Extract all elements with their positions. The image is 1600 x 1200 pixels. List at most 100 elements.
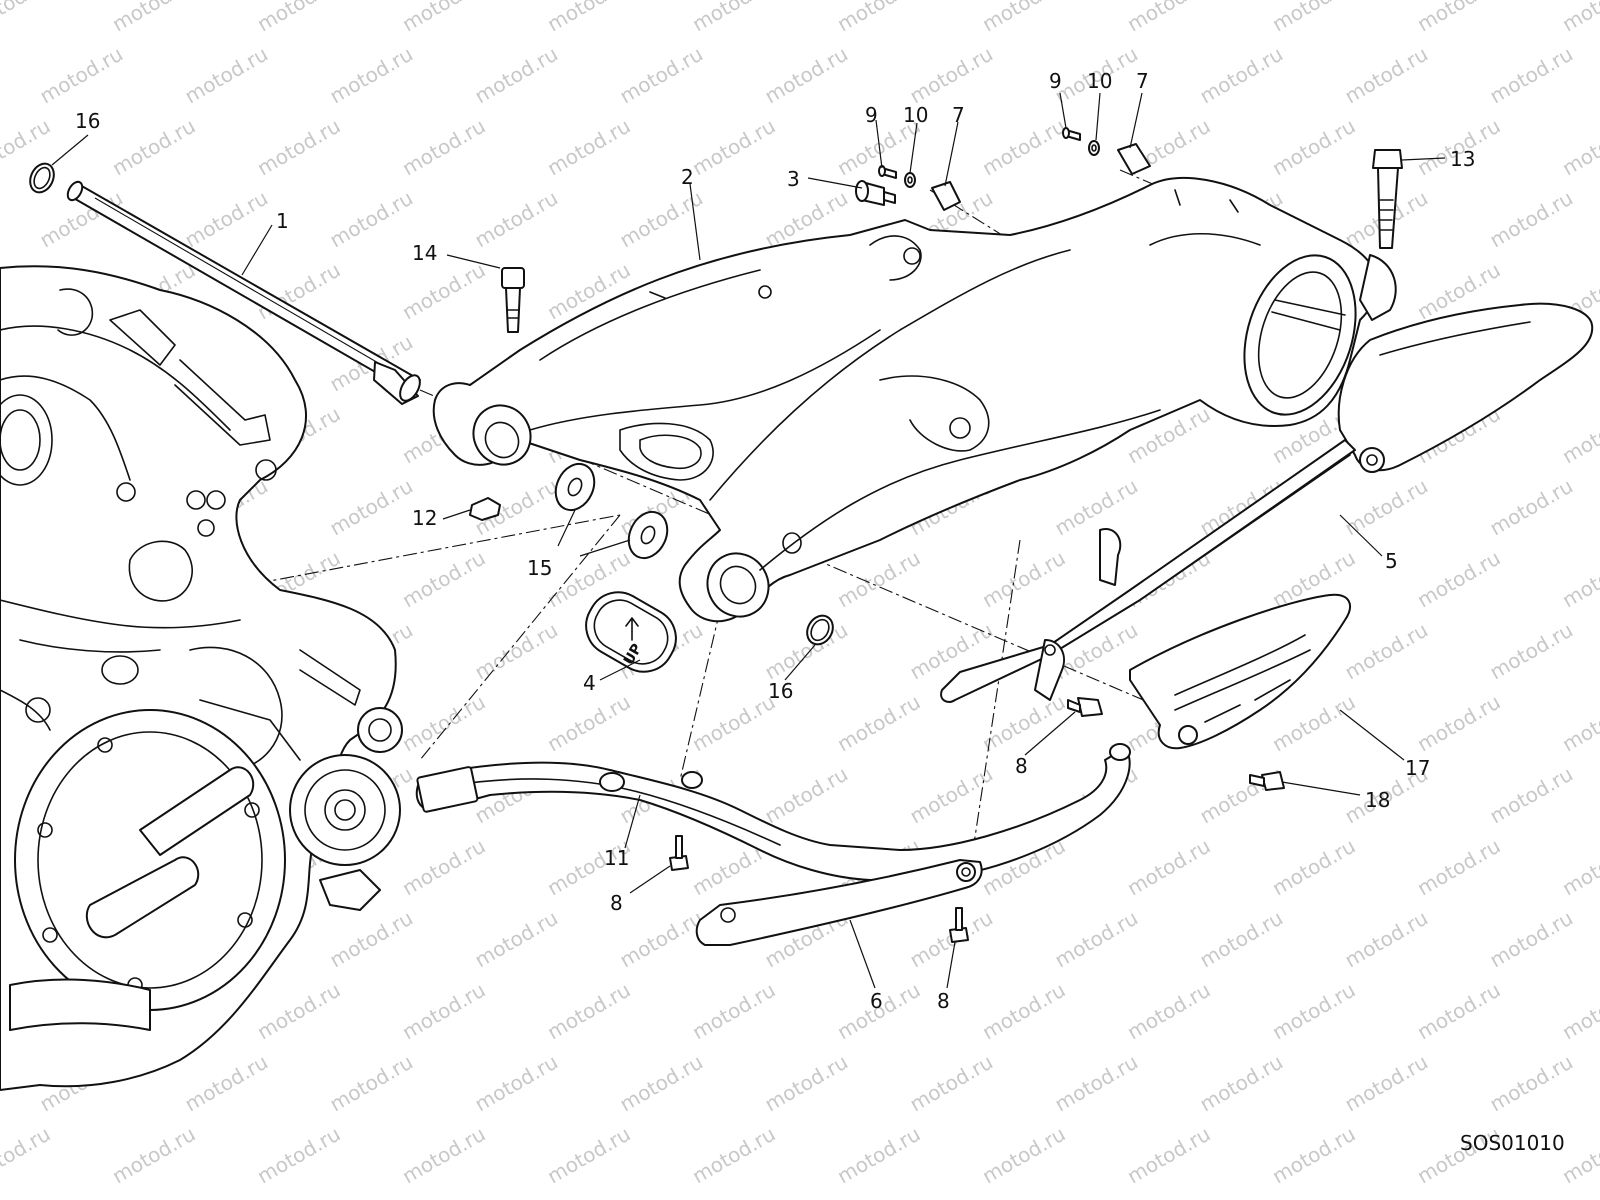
watermark-text: motod.ru xyxy=(761,618,852,685)
watermark-text: motod.ru xyxy=(1268,978,1359,1045)
washer-15 xyxy=(554,462,669,560)
watermark-text: motod.ru xyxy=(326,186,417,253)
watermark-text: motod.ru xyxy=(398,1122,489,1189)
watermark-text: motod.ru xyxy=(1196,1050,1287,1117)
watermark-text: motod.ru xyxy=(471,906,562,973)
watermark-text: motod.ru xyxy=(0,1122,54,1189)
watermark-text: motod.ru xyxy=(1268,0,1359,36)
callout-11: 11 xyxy=(604,846,629,870)
watermark-text: motod.ru xyxy=(471,186,562,253)
callout-13: 13 xyxy=(1450,147,1475,171)
watermark-text: motod.ru xyxy=(1196,762,1287,829)
callout-2: 2 xyxy=(681,165,694,189)
watermark-text: motod.ru xyxy=(978,1122,1069,1189)
callout-7-second: 7 xyxy=(1136,69,1149,93)
watermark-text: motod.ru xyxy=(398,546,489,613)
watermark-text: motod.ru xyxy=(253,114,344,181)
watermark-text: motod.ru xyxy=(1123,978,1214,1045)
watermark-text: motod.ru xyxy=(326,42,417,109)
watermark-text: motod.ru xyxy=(1413,978,1504,1045)
watermark-text: motod.ru xyxy=(1051,474,1142,541)
watermark-text: motod.ru xyxy=(1558,690,1600,757)
watermark-text: motod.ru xyxy=(1123,834,1214,901)
watermark-text: motod.ru xyxy=(1341,618,1432,685)
watermark-text: motod.ru xyxy=(761,1050,852,1117)
watermark-text: motod.ru xyxy=(36,42,127,109)
watermark-text: motod.ru xyxy=(398,834,489,901)
screw-washer-pad-set-a xyxy=(878,165,961,211)
bracket-6 xyxy=(695,859,983,946)
watermark-text: motod.ru xyxy=(398,114,489,181)
watermark-text: motod.ru xyxy=(1413,0,1504,36)
watermark-text: motod.ru xyxy=(833,690,924,757)
watermark-text: motod.ru xyxy=(978,114,1069,181)
watermark-text: motod.ru xyxy=(1486,1050,1577,1117)
chain-slider-5 xyxy=(940,302,1594,703)
callout-8-upper: 8 xyxy=(1015,754,1028,778)
pin-3 xyxy=(855,180,896,206)
watermark-text: motod.ru xyxy=(398,0,489,36)
callout-1: 1 xyxy=(276,209,289,233)
watermark-text: motod.ru xyxy=(0,0,54,36)
watermark-text: motod.ru xyxy=(1486,42,1577,109)
watermark-text: motod.ru xyxy=(1413,834,1504,901)
watermark-text: motod.ru xyxy=(906,42,997,109)
screw-washer-pad-set-b xyxy=(1062,127,1151,175)
watermark-text: motod.ru xyxy=(761,1194,852,1200)
watermark-text: motod.ru xyxy=(616,1050,707,1117)
watermark-text: motod.ru xyxy=(978,546,1069,613)
watermark-text: motod.ru xyxy=(326,1194,417,1200)
engine-crankcase xyxy=(0,265,403,1091)
watermark-text: motod.ru xyxy=(688,0,779,36)
callout-7-first: 7 xyxy=(952,103,965,127)
watermark-text: motod.ru xyxy=(1341,42,1432,109)
watermark-text: motod.ru xyxy=(761,762,852,829)
chain-guard-17 xyxy=(1129,593,1351,750)
watermark-text: motod.ru xyxy=(1341,474,1432,541)
watermark-text: motod.ru xyxy=(471,42,562,109)
watermark-text: motod.ru xyxy=(616,906,707,973)
callout-6: 6 xyxy=(870,989,883,1013)
watermark-text: motod.ru xyxy=(471,618,562,685)
watermark-text: motod.ru xyxy=(181,186,272,253)
callout-8-bottom: 8 xyxy=(937,989,950,1013)
drawing-code: SOS01010 xyxy=(1460,1131,1565,1155)
leader-lines xyxy=(51,92,1446,989)
watermark-text: motod.ru xyxy=(1558,546,1600,613)
watermark-text: motod.ru xyxy=(543,114,634,181)
watermark-text: motod.ru xyxy=(1123,1122,1214,1189)
watermark-text: motod.ru xyxy=(978,0,1069,36)
watermark-text: motod.ru xyxy=(253,978,344,1045)
watermark-text: motod.ru xyxy=(616,186,707,253)
watermark-text: motod.ru xyxy=(108,0,199,36)
nut-12 xyxy=(469,497,501,521)
watermark-text: motod.ru xyxy=(36,1194,127,1200)
watermark-text: motod.ru xyxy=(471,1050,562,1117)
watermark-text: motod.ru xyxy=(1341,1050,1432,1117)
watermark-text: motod.ru xyxy=(398,258,489,325)
watermark-text: motod.ru xyxy=(1268,834,1359,901)
circlip-16 xyxy=(29,162,834,646)
watermark-text: motod.ru xyxy=(688,1122,779,1189)
watermark-text: motod.ru xyxy=(1341,1194,1432,1200)
watermark-text: motod.ru xyxy=(1123,0,1214,36)
watermark-text: motod.ru xyxy=(1558,834,1600,901)
watermark-text: motod.ru xyxy=(543,1122,634,1189)
watermark-text: motod.ru xyxy=(833,0,924,36)
watermark-text: motod.ru xyxy=(543,978,634,1045)
watermark-text: motod.ru xyxy=(616,42,707,109)
watermark-text: motod.ru xyxy=(1413,690,1504,757)
watermark-text: motod.ru xyxy=(108,1122,199,1189)
watermark-text: motod.ru xyxy=(108,114,199,181)
watermark-text: motod.ru xyxy=(1486,762,1577,829)
pivot-shaft xyxy=(66,180,421,405)
watermark-text: motod.ru xyxy=(471,1194,562,1200)
watermark-text: motod.ru xyxy=(398,978,489,1045)
swingarm xyxy=(432,176,1397,623)
watermark-text: motod.ru xyxy=(1196,42,1287,109)
watermark-text: motod.ru xyxy=(398,690,489,757)
watermark-text: motod.ru xyxy=(1558,402,1600,469)
watermark-text: motod.ru xyxy=(1051,906,1142,973)
